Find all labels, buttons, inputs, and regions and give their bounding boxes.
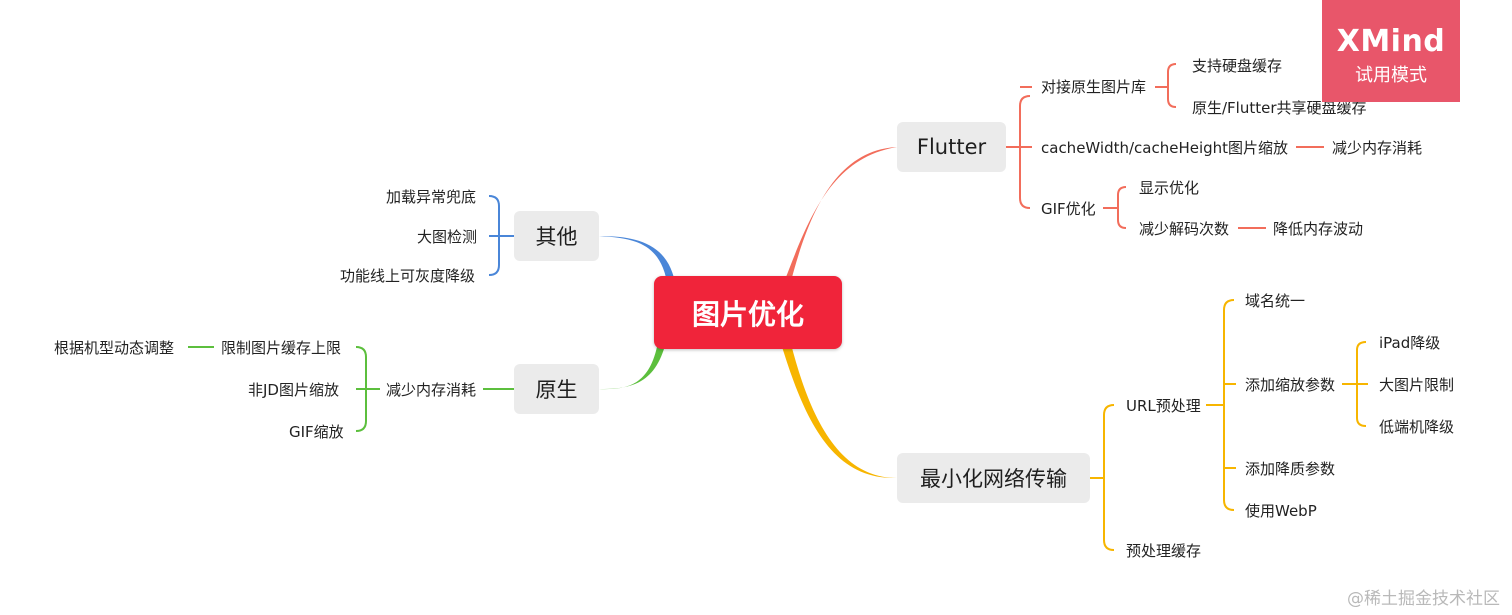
topic-large-image-detect[interactable]: 大图检测 — [417, 228, 478, 246]
topic-native-reduce-memory[interactable]: 减少内存消耗 — [386, 381, 477, 399]
root-topic[interactable]: 图片优化 — [654, 276, 842, 349]
topic-limit-cache[interactable]: 限制图片缓存上限 — [221, 339, 342, 357]
topic-ipad-downgrade[interactable]: iPad降级 — [1379, 334, 1441, 352]
connector-root-native — [599, 342, 666, 390]
badge-title: XMind — [1336, 24, 1446, 59]
watermark: @稀土掘金技术社区 — [1347, 589, 1500, 609]
topic-scale-params[interactable]: 添加缩放参数 — [1245, 376, 1336, 394]
topic-use-webp[interactable]: 使用WebP — [1245, 502, 1317, 520]
connector-root-network — [780, 340, 897, 479]
topic-shared-disk-cache[interactable]: 原生/Flutter共享硬盘缓存 — [1192, 99, 1367, 117]
topic-gray-downgrade[interactable]: 功能线上可灰度降级 — [340, 267, 476, 285]
topic-dynamic-adjust[interactable]: 根据机型动态调整 — [54, 339, 175, 357]
topic-large-image-limit[interactable]: 大图片限制 — [1379, 376, 1455, 394]
topic-quality-params[interactable]: 添加降质参数 — [1245, 460, 1336, 478]
branch-native[interactable]: 原生 — [514, 364, 599, 414]
topic-native-image-lib[interactable]: 对接原生图片库 — [1041, 78, 1147, 96]
topic-url-preprocess[interactable]: URL预处理 — [1126, 397, 1201, 415]
branch-network[interactable]: 最小化网络传输 — [897, 453, 1090, 503]
topic-disk-cache[interactable]: 支持硬盘缓存 — [1192, 57, 1283, 75]
topic-non-jd-scale[interactable]: 非JD图片缩放 — [248, 381, 339, 399]
topic-gif-optimize[interactable]: GIF优化 — [1041, 200, 1096, 218]
xmind-trial-badge[interactable]: XMind 试用模式 — [1322, 0, 1460, 102]
topic-cache-size-scale[interactable]: cacheWidth/cacheHeight图片缩放 — [1041, 139, 1289, 157]
branch-other[interactable]: 其他 — [514, 211, 599, 261]
topic-display-optimize[interactable]: 显示优化 — [1139, 179, 1200, 197]
badge-subtitle: 试用模式 — [1355, 65, 1427, 86]
topic-reduce-decode[interactable]: 减少解码次数 — [1139, 220, 1230, 238]
connector-root-flutter — [783, 147, 897, 285]
topic-flutter-reduce-memory[interactable]: 减少内存消耗 — [1332, 139, 1423, 157]
topic-preprocess-cache[interactable]: 预处理缓存 — [1126, 542, 1202, 560]
branch-flutter[interactable]: Flutter — [897, 122, 1006, 172]
topic-domain-unify[interactable]: 域名统一 — [1245, 292, 1306, 310]
topic-lowend-downgrade[interactable]: 低端机降级 — [1379, 418, 1455, 436]
topic-gif-scale[interactable]: GIF缩放 — [289, 423, 344, 441]
topic-load-fallback[interactable]: 加载异常兜底 — [386, 188, 477, 206]
topic-memory-fluctuation[interactable]: 降低内存波动 — [1273, 220, 1364, 238]
